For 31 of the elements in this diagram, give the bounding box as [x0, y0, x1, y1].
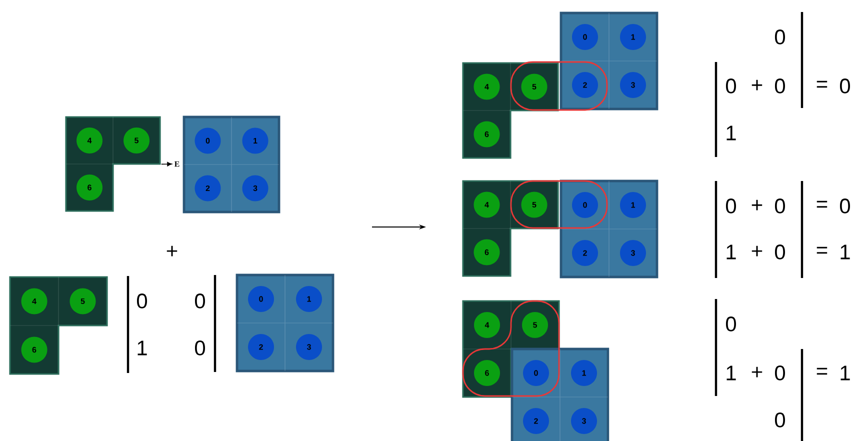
equation-term: 0: [726, 198, 736, 214]
equation-term: 0: [840, 78, 850, 94]
equation-term: 0: [726, 78, 736, 94]
equation-term: 1: [726, 126, 736, 140]
equation-term: 0: [774, 198, 785, 214]
equation-term: 0: [840, 198, 850, 214]
equation-term: =: [816, 368, 828, 375]
equation-term: 1: [138, 340, 147, 356]
equation-term: 0: [774, 244, 785, 260]
equation-term: 0: [774, 366, 785, 380]
arrow: [161, 162, 172, 166]
equation-term: +: [752, 246, 762, 256]
equation-term: +: [752, 80, 762, 90]
equation-term: 0: [774, 30, 785, 44]
equation-term: 0: [726, 316, 736, 332]
equation-term: 0: [136, 294, 148, 308]
equation-term: 1: [726, 366, 736, 380]
equation-term: +: [752, 366, 762, 378]
equation-term: 1: [726, 244, 736, 260]
equation-term: 1: [840, 244, 850, 260]
equation-term: 1: [840, 366, 850, 380]
equation-term: 0: [774, 78, 785, 94]
plus-sign: +: [166, 246, 178, 256]
equation-term: 0: [774, 412, 785, 428]
equation-term: 0: [194, 340, 206, 356]
equation-term: =: [816, 200, 828, 208]
equation-term: 0: [194, 294, 206, 308]
equation-term: +: [752, 200, 762, 210]
equation-term: =: [816, 80, 828, 88]
equation-term: =: [816, 246, 828, 254]
port-label: E: [174, 161, 180, 167]
